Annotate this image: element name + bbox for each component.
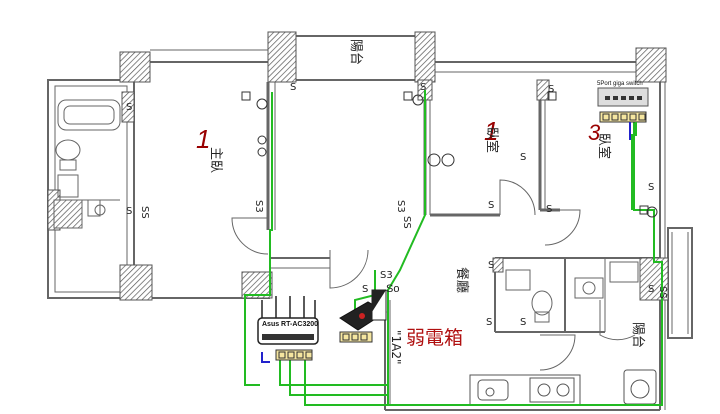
- toilet: [55, 139, 81, 161]
- network-cables: [244, 90, 663, 406]
- outlet-s-10: S: [648, 284, 654, 295]
- cable-bedroom2: [304, 90, 426, 406]
- exterior-walls: [47, 35, 693, 411]
- router-label: Asus RT-AC3200: [262, 321, 318, 328]
- outlet-s-13: S: [488, 260, 494, 271]
- router-device: [257, 296, 319, 361]
- cable-master-bedroom: [244, 92, 273, 386]
- cable-bedroom3: [388, 120, 663, 406]
- bathtub: [57, 99, 121, 131]
- outlet-s-5: S: [548, 84, 554, 95]
- outlet-s3-letters: S3 S3 S3: [253, 200, 406, 281]
- outlet-master: [241, 91, 268, 157]
- switch-device: [597, 87, 649, 210]
- cable-router-1: [289, 360, 388, 396]
- weak-box-label: 弱電箱: [406, 327, 463, 349]
- outlet-s3-2: S3: [395, 200, 406, 213]
- box-code-label: "1A2": [389, 330, 403, 365]
- outlet-bedroom2: [403, 91, 455, 167]
- outlet-s-12: S: [486, 317, 492, 328]
- cable-router-blue: [261, 352, 270, 363]
- outlet-s-4: S: [420, 82, 426, 93]
- balcony-fixtures: [609, 261, 639, 283]
- room-label-balcony-top: 陽台: [348, 39, 363, 65]
- outlet-s-1: S: [290, 82, 296, 93]
- room-label-dining: 餐廳: [454, 267, 470, 293]
- room-label-balcony-right: 陽台: [630, 322, 645, 348]
- outlet-ss-2: SS: [401, 216, 412, 229]
- outlet-s-3: S: [126, 206, 132, 217]
- room-number-bedroom2: 1: [484, 116, 498, 146]
- room-number-master: 1: [196, 124, 210, 154]
- outlet-s3-1: S3: [253, 200, 264, 213]
- room-number-bedroom3: 3: [588, 120, 601, 145]
- cable-router-2: [279, 360, 388, 386]
- room-label-bedroom3: 臥室: [596, 133, 612, 159]
- wall-columns: [47, 31, 669, 301]
- switch-label: 5Port giga switch: [597, 81, 643, 87]
- outlet-ss-3: SS: [657, 286, 668, 299]
- bathroom-fixtures: [53, 99, 604, 323]
- kitchen-fixtures: [469, 369, 657, 406]
- outlet-ss-1: SS: [139, 206, 150, 219]
- outlet-s-8: S: [648, 182, 654, 193]
- doors: [231, 179, 636, 371]
- outlet-s-7: S: [546, 204, 552, 215]
- outlet-s-9: S: [520, 152, 526, 163]
- outlet-bedroom3: [547, 91, 658, 218]
- outlet-symbols: [241, 91, 658, 218]
- room-label-master: 主臥: [208, 147, 223, 173]
- outlet-letters: S S S S S S S S S S S S S S: [126, 82, 654, 328]
- outlet-s-6: S: [488, 200, 494, 211]
- outlet-ss-letters: SS SS SS: [139, 206, 668, 299]
- room-label-bedroom2: 臥室: [484, 127, 500, 153]
- outlet-s-2: S: [126, 102, 132, 113]
- outlet-s-11: S: [520, 317, 526, 328]
- outlet-s-14: S: [362, 284, 368, 295]
- outlet-s3-3: S3: [380, 270, 393, 281]
- so-label: So: [386, 283, 399, 295]
- weak-box-marker: [371, 289, 387, 321]
